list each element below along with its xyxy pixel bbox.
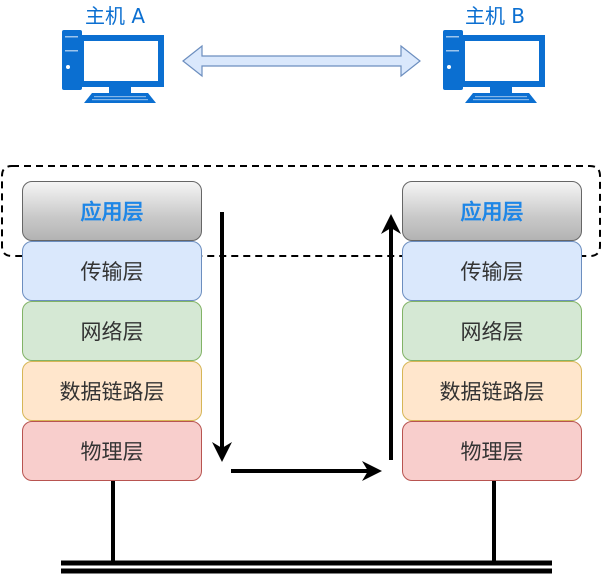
layer-network: 网络层 [402, 301, 582, 361]
layer-transport: 传输层 [402, 241, 582, 301]
layer-application: 应用层 [22, 181, 202, 241]
right-arrow [231, 461, 382, 481]
desktop-computer-icon [443, 30, 545, 103]
layer-physical: 物理层 [22, 421, 202, 481]
host-b-label: 主机 B [464, 4, 526, 28]
layer-application: 应用层 [402, 181, 582, 241]
layer-data-link: 数据链路层 [402, 361, 582, 421]
layer-network: 网络层 [22, 301, 202, 361]
down-arrow [212, 212, 232, 462]
layer-physical: 物理层 [402, 421, 582, 481]
up-arrow [381, 214, 401, 460]
double-arrow-icon [182, 44, 421, 78]
desktop-computer-icon [62, 30, 164, 103]
layer-transport: 传输层 [22, 241, 202, 301]
layer-data-link: 数据链路层 [22, 361, 202, 421]
host-a-label: 主机 A [84, 4, 146, 28]
application-layer-group-outline [1, 165, 601, 257]
